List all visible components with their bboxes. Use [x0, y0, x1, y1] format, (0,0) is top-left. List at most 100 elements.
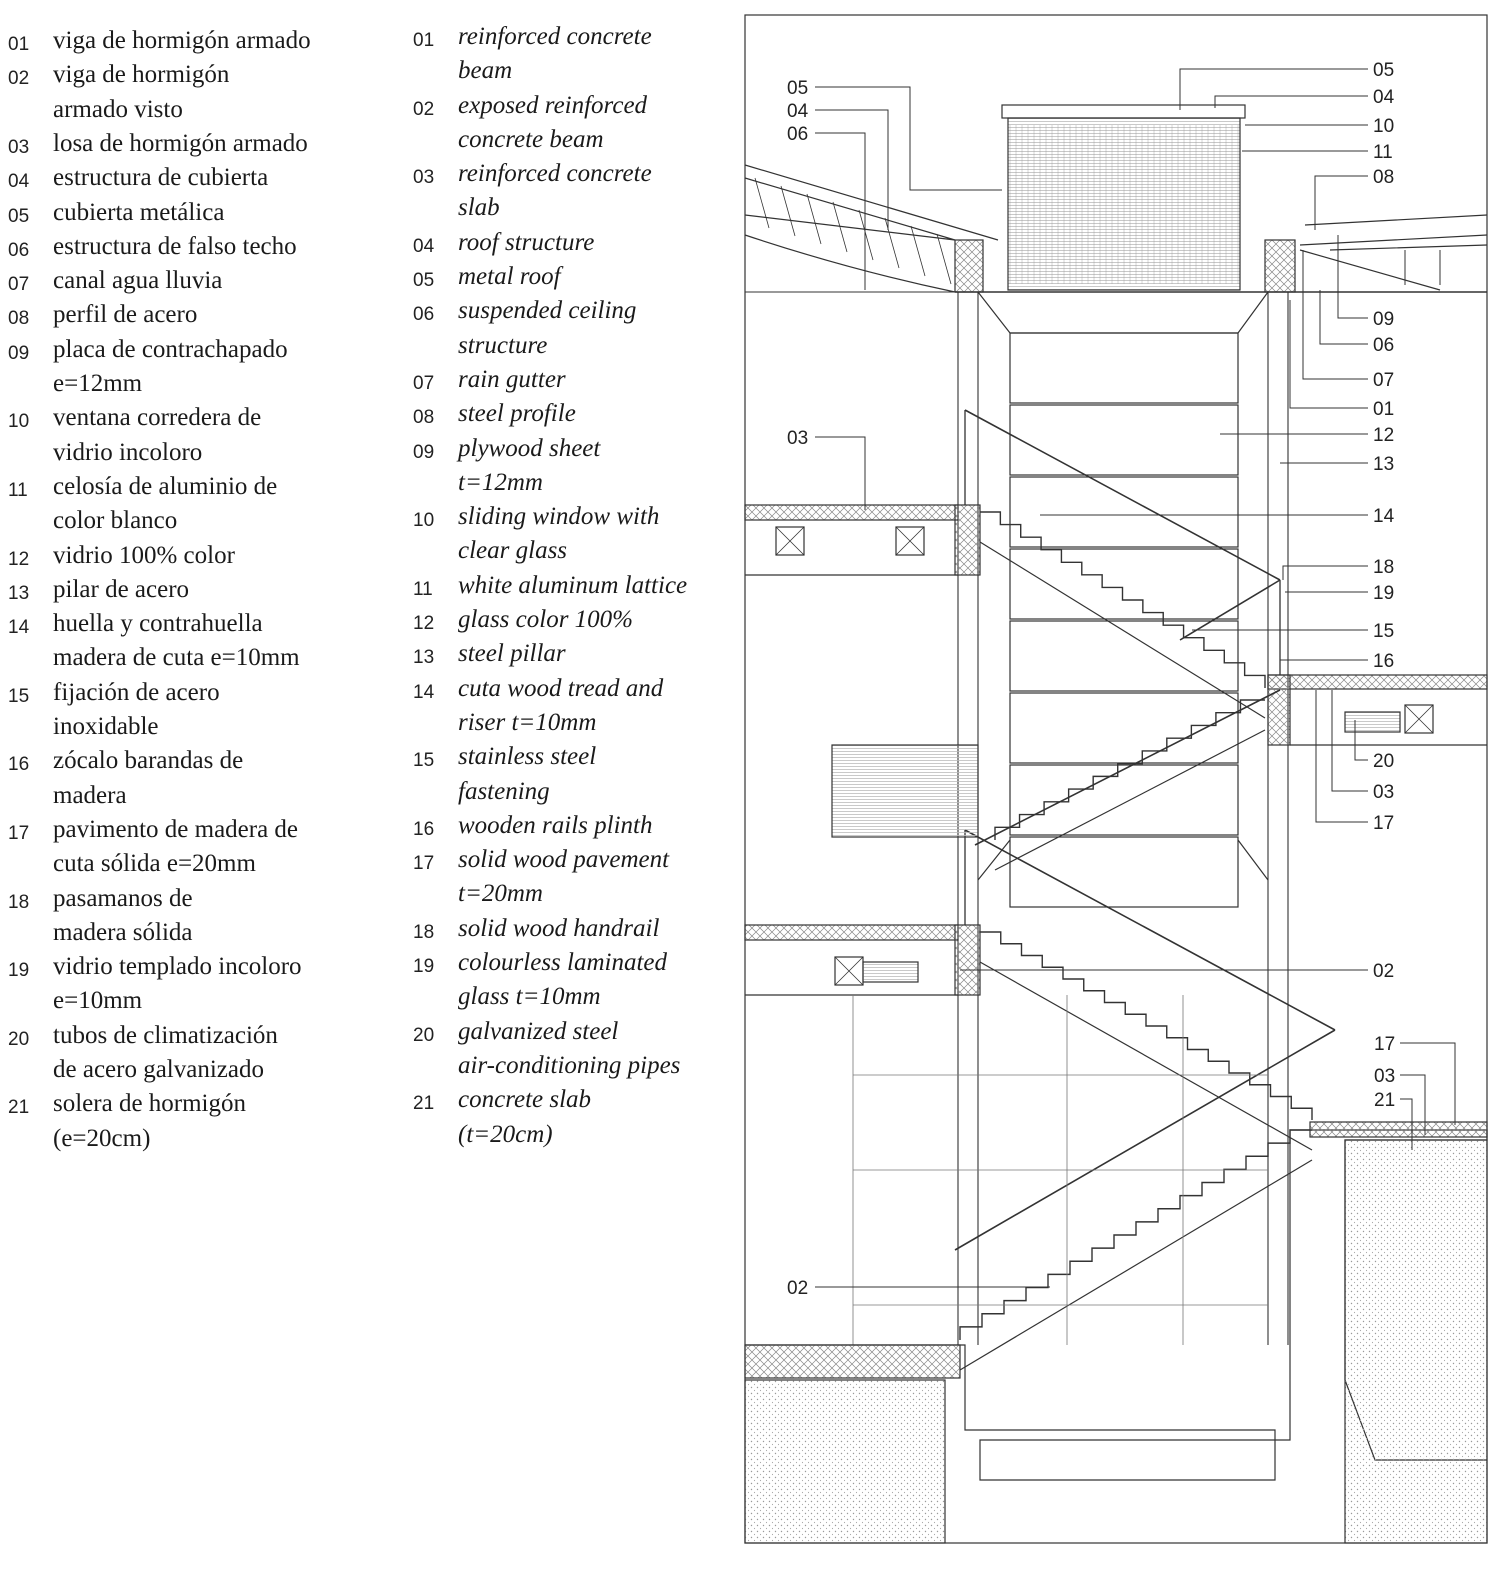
- legend-text: viga de hormigón armado: [53, 27, 311, 54]
- callout-leader: [1179, 68, 1368, 110]
- legend-number: 02: [413, 98, 435, 120]
- legend-number: 02: [8, 68, 30, 90]
- stair-soffit: [959, 1159, 1313, 1371]
- callout-label: 04: [787, 101, 809, 122]
- drawing-line: [895, 526, 925, 556]
- glass-panel-12: [1009, 764, 1239, 836]
- legend-text: madera: [53, 781, 127, 809]
- legend-number: 05: [8, 205, 30, 227]
- truss-member: [858, 209, 874, 261]
- legend-number: 06: [8, 239, 30, 261]
- callout-label: 03: [1374, 1066, 1395, 1087]
- glass-panel-12: [1009, 404, 1239, 476]
- callout-label: 17: [1374, 1034, 1395, 1055]
- legend-text: tubos de climatización: [53, 1021, 278, 1049]
- legend-text: celosía de aluminio de: [53, 472, 278, 500]
- concrete-beam: [954, 239, 984, 293]
- callout-label: 05: [1373, 60, 1394, 81]
- callout-label: 20: [1373, 751, 1394, 772]
- callout-label: 10: [1373, 116, 1394, 137]
- callout-label: 19: [1373, 583, 1394, 604]
- callout-label: 02: [787, 1278, 808, 1299]
- ac-duct: [1404, 704, 1434, 734]
- legend-number: 08: [413, 407, 435, 429]
- truss-member: [832, 201, 848, 253]
- legend-text: concrete slab: [458, 1086, 592, 1114]
- callout-leader: [1319, 290, 1368, 345]
- glass-panel-12: [1009, 620, 1239, 692]
- legend-text: plywood sheet: [458, 434, 601, 462]
- drawing-frame: [744, 14, 1488, 1544]
- legend-text: vidrio 100% color: [53, 541, 235, 569]
- legend-text: (t=20cm): [458, 1120, 553, 1148]
- legend-number: 18: [413, 921, 435, 943]
- legend-number: 15: [8, 685, 30, 707]
- handrail: [954, 409, 1336, 1251]
- legend-text: metal roof: [458, 263, 561, 291]
- callout-label: 09: [1373, 309, 1394, 330]
- drawing-line: [834, 956, 864, 986]
- callout-label: 03: [1373, 782, 1394, 803]
- roof-truss: [744, 164, 999, 293]
- callout-leader: [815, 132, 866, 290]
- callout-label: 03: [787, 428, 808, 449]
- legend-text: solid wood handrail: [458, 914, 660, 942]
- callout-leader: [1214, 95, 1368, 108]
- floor-slab: [744, 924, 959, 941]
- legend-text: fastening: [458, 777, 550, 805]
- callout-leader: [1400, 1098, 1413, 1150]
- legend-text: glass t=10mm: [458, 983, 601, 1011]
- legend-text: wooden rails plinth: [458, 811, 653, 839]
- legend-text: fijación de acero: [53, 678, 220, 706]
- legend-text: pavimento de madera de: [53, 815, 299, 843]
- legend-number: 14: [413, 681, 435, 703]
- legend-number: 09: [413, 441, 435, 463]
- concrete-beam: [1264, 239, 1296, 293]
- ground-pavement: [1309, 1121, 1488, 1138]
- legend-number: 12: [8, 548, 30, 570]
- legend-number: 01: [8, 34, 30, 55]
- ground-slab-top: [744, 1344, 961, 1379]
- drawing-line: [1404, 704, 1434, 734]
- callout-label: 08: [1373, 167, 1394, 188]
- callout-leader: [1331, 690, 1368, 792]
- legend-text: t=12mm: [458, 468, 543, 496]
- legend-number: 01: [413, 30, 435, 51]
- legend-text: t=20mm: [458, 880, 543, 908]
- concrete-beam: [1267, 674, 1291, 746]
- legend-text: concrete beam: [458, 125, 604, 153]
- truss-member: [754, 177, 770, 229]
- legend-text: reinforced concrete: [458, 160, 652, 188]
- legend-number: 21: [8, 1097, 30, 1119]
- legend-text: reinforced concrete: [458, 23, 652, 50]
- legend-number: 13: [413, 647, 435, 669]
- callout-leader: [815, 436, 866, 510]
- legend-text: riser t=10mm: [458, 708, 597, 736]
- ac-duct: [775, 526, 805, 556]
- callout-label: 12: [1373, 425, 1394, 446]
- callout-leader: [1314, 175, 1368, 230]
- legend-text: beam: [458, 57, 513, 85]
- callout-leader: [1337, 235, 1368, 319]
- legend-text: pilar de acero: [53, 575, 190, 603]
- stair-soffit: [979, 961, 1313, 1151]
- legend-number: 10: [413, 510, 435, 532]
- callout-label: 18: [1373, 557, 1394, 578]
- legend-text: vidrio incoloro: [53, 438, 203, 466]
- legend-number: 12: [413, 613, 435, 635]
- legend-text: perfil de acero: [53, 301, 198, 329]
- legend-text: clear glass: [458, 537, 568, 565]
- legend-text: rain gutter: [458, 366, 566, 393]
- legend-text: pasamanos de: [53, 884, 193, 912]
- legend-text: white aluminum lattice: [458, 571, 688, 599]
- legend-number: 11: [8, 479, 28, 501]
- truss-member: [806, 193, 822, 245]
- callout-leader: [815, 109, 889, 230]
- legend-number: 20: [413, 1024, 435, 1046]
- legend-number: 20: [8, 1028, 30, 1050]
- callout-label: 01: [1373, 399, 1394, 420]
- legend-text: vidrio templado incoloro: [53, 953, 302, 981]
- legend-number: 19: [413, 956, 435, 978]
- floor-slab: [1267, 674, 1488, 690]
